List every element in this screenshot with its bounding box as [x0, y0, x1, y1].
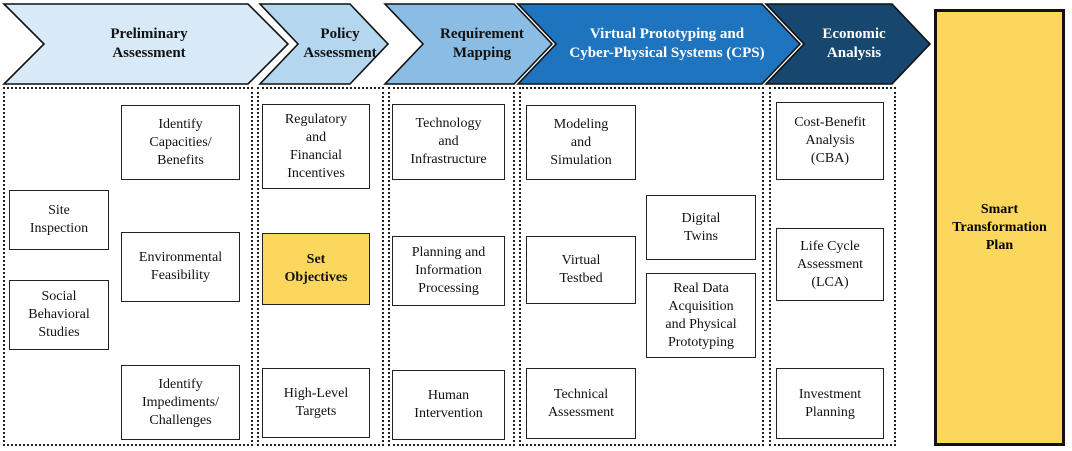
header-preliminary: Preliminary Assessment [110, 26, 188, 61]
column-requirement [388, 87, 515, 446]
box-planning-information: Planning and Information Processing [392, 236, 505, 306]
box-social-behavioral-studies: Social Behavioral Studies [9, 280, 109, 350]
box-technical-assessment: Technical Assessment [526, 368, 636, 439]
column-policy [257, 87, 384, 446]
arrow-cps [516, 3, 802, 85]
box-high-level-targets: High-Level Targets [262, 368, 370, 438]
box-modeling-simulation: Modeling and Simulation [526, 105, 636, 180]
arrow-economic [764, 3, 932, 85]
smart-transformation-plan: Smart Transformation Plan [934, 9, 1065, 446]
header-cps: Virtual Prototyping and Cyber-Physical S… [569, 26, 765, 61]
header-policy: Policy Assessment [303, 26, 377, 61]
box-digital-twins: Digital Twins [646, 195, 756, 260]
arrow-preliminary [2, 3, 290, 85]
box-investment-planning: Investment Planning [776, 368, 884, 439]
header-requirement: Requirement Mapping [440, 26, 524, 61]
box-environmental-feasibility: Environmental Feasibility [121, 232, 240, 302]
box-identify-impediments: Identify Impediments/ Challenges [121, 365, 240, 440]
box-identify-capacities: Identify Capacities/ Benefits [121, 105, 240, 180]
box-real-data-acquisition: Real Data Acquisition and Physical Proto… [646, 273, 756, 358]
box-site-inspection: Site Inspection [9, 190, 109, 250]
column-economic [769, 87, 896, 446]
box-cost-benefit-analysis: Cost-Benefit Analysis (CBA) [776, 102, 884, 180]
column-preliminary [3, 87, 253, 446]
arrow-requirement [383, 3, 554, 85]
arrow-policy [258, 3, 390, 85]
box-human-intervention: Human Intervention [392, 370, 505, 440]
box-set-objectives: Set Objectives [262, 233, 370, 305]
box-life-cycle-assessment: Life Cycle Assessment (LCA) [776, 228, 884, 301]
header-economic: Economic Analysis [822, 26, 886, 61]
stage-arrows [2, 3, 932, 85]
box-technology-infrastructure: Technology and Infrastructure [392, 104, 505, 180]
box-virtual-testbed: Virtual Testbed [526, 236, 636, 304]
box-regulatory-incentives: Regulatory and Financial Incentives [262, 104, 370, 189]
column-cps [519, 87, 764, 446]
